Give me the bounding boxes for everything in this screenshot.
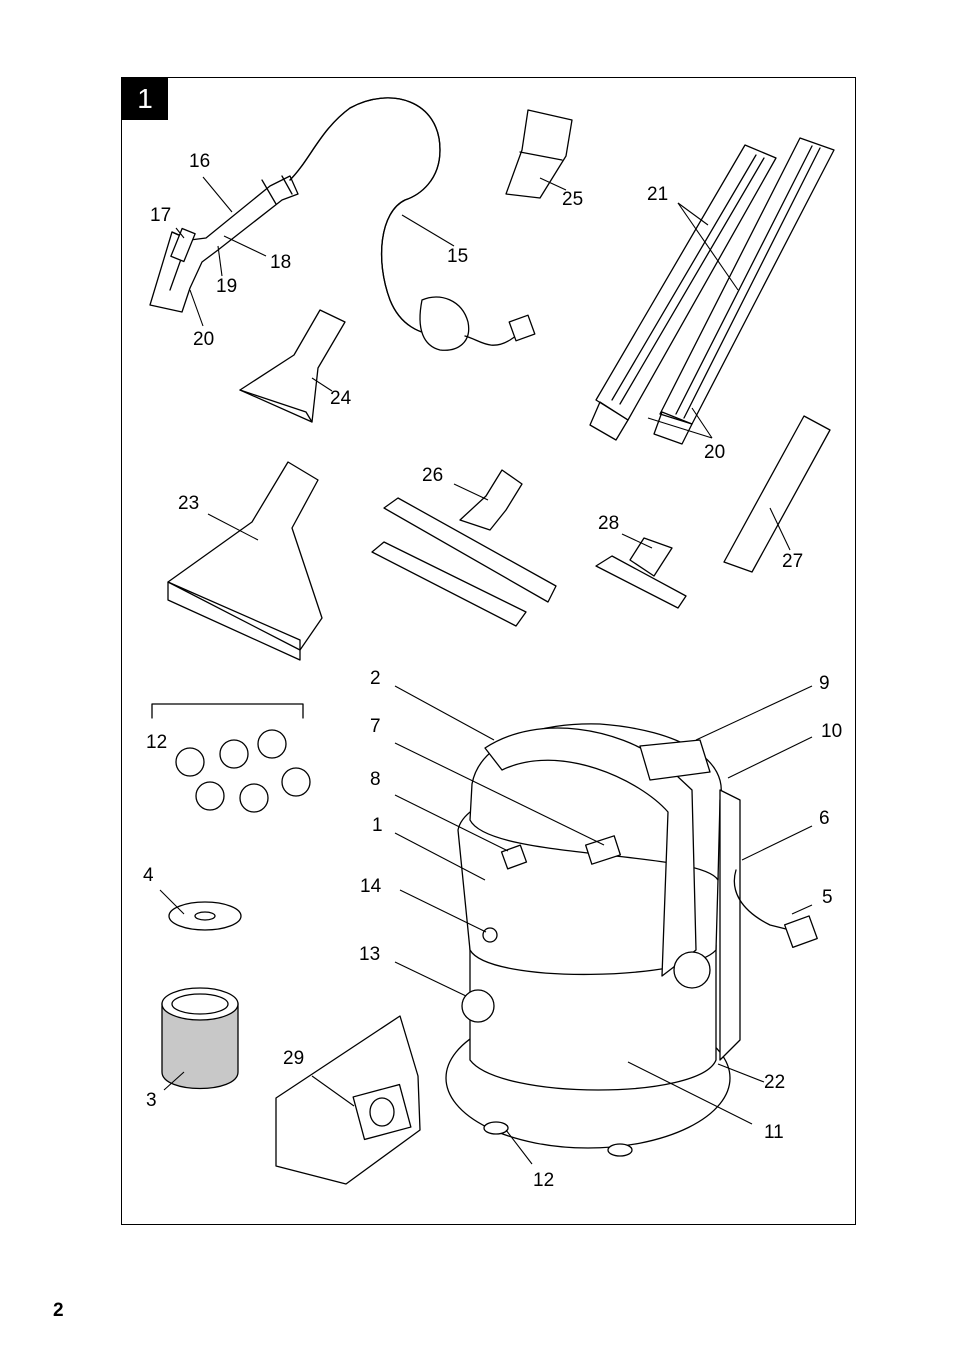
page-number: 2 (53, 1300, 64, 1321)
upholstery-nozzle-drawing (239, 309, 346, 423)
callout-3: 3 (146, 1090, 157, 1111)
callout-28: 28 (598, 513, 620, 534)
callout-8: 8 (370, 769, 381, 790)
callout-4: 4 (143, 865, 154, 886)
callout-18: 18 (270, 252, 292, 273)
callout-27: 27 (782, 551, 804, 572)
crevice-brush-28-drawing (595, 537, 687, 609)
callout-11: 11 (764, 1122, 784, 1143)
callout-29: 29 (283, 1048, 305, 1069)
adapter-25-drawing (505, 109, 573, 199)
callout-20-handle: 20 (193, 329, 215, 350)
callout-12-vacuum: 12 (533, 1170, 555, 1191)
figure-number-tab: 1 (122, 78, 168, 120)
callout-5: 5 (822, 887, 833, 908)
callout-leader-lines (159, 176, 813, 1165)
hose-drawing (289, 97, 536, 351)
callout-7: 7 (370, 716, 381, 737)
casters-drawing (151, 703, 311, 813)
callout-26: 26 (422, 465, 444, 486)
callout-9: 9 (819, 673, 830, 694)
callout-23: 23 (178, 493, 200, 514)
callout-2: 2 (370, 668, 381, 689)
filter-bag-drawing (275, 1015, 421, 1185)
vacuum-cleaner-drawing (445, 723, 818, 1157)
callout-13: 13 (359, 944, 381, 965)
suction-tubes-drawing (589, 137, 835, 445)
callout-19: 19 (216, 276, 238, 297)
figure-frame (121, 77, 856, 1225)
flat-filter-disc-drawing (168, 901, 242, 931)
floor-nozzle-drawing (371, 469, 557, 627)
callout-16: 16 (189, 151, 211, 172)
callout-22: 22 (764, 1072, 786, 1093)
crevice-nozzle-drawing (723, 415, 831, 573)
callout-12-casters: 12 (146, 732, 168, 753)
callout-6: 6 (819, 808, 830, 829)
callout-24: 24 (330, 388, 352, 409)
callout-20-tubes: 20 (704, 442, 726, 463)
spray-handle-drawing (149, 175, 299, 313)
callout-14: 14 (360, 876, 382, 897)
wide-nozzle-drawing (167, 461, 323, 661)
callout-10: 10 (821, 721, 843, 742)
callout-15: 15 (447, 246, 469, 267)
callout-17: 17 (150, 205, 172, 226)
cartridge-filter-drawing (161, 987, 239, 1090)
callout-25: 25 (562, 189, 584, 210)
callout-21: 21 (647, 184, 669, 205)
callout-1: 1 (372, 815, 383, 836)
